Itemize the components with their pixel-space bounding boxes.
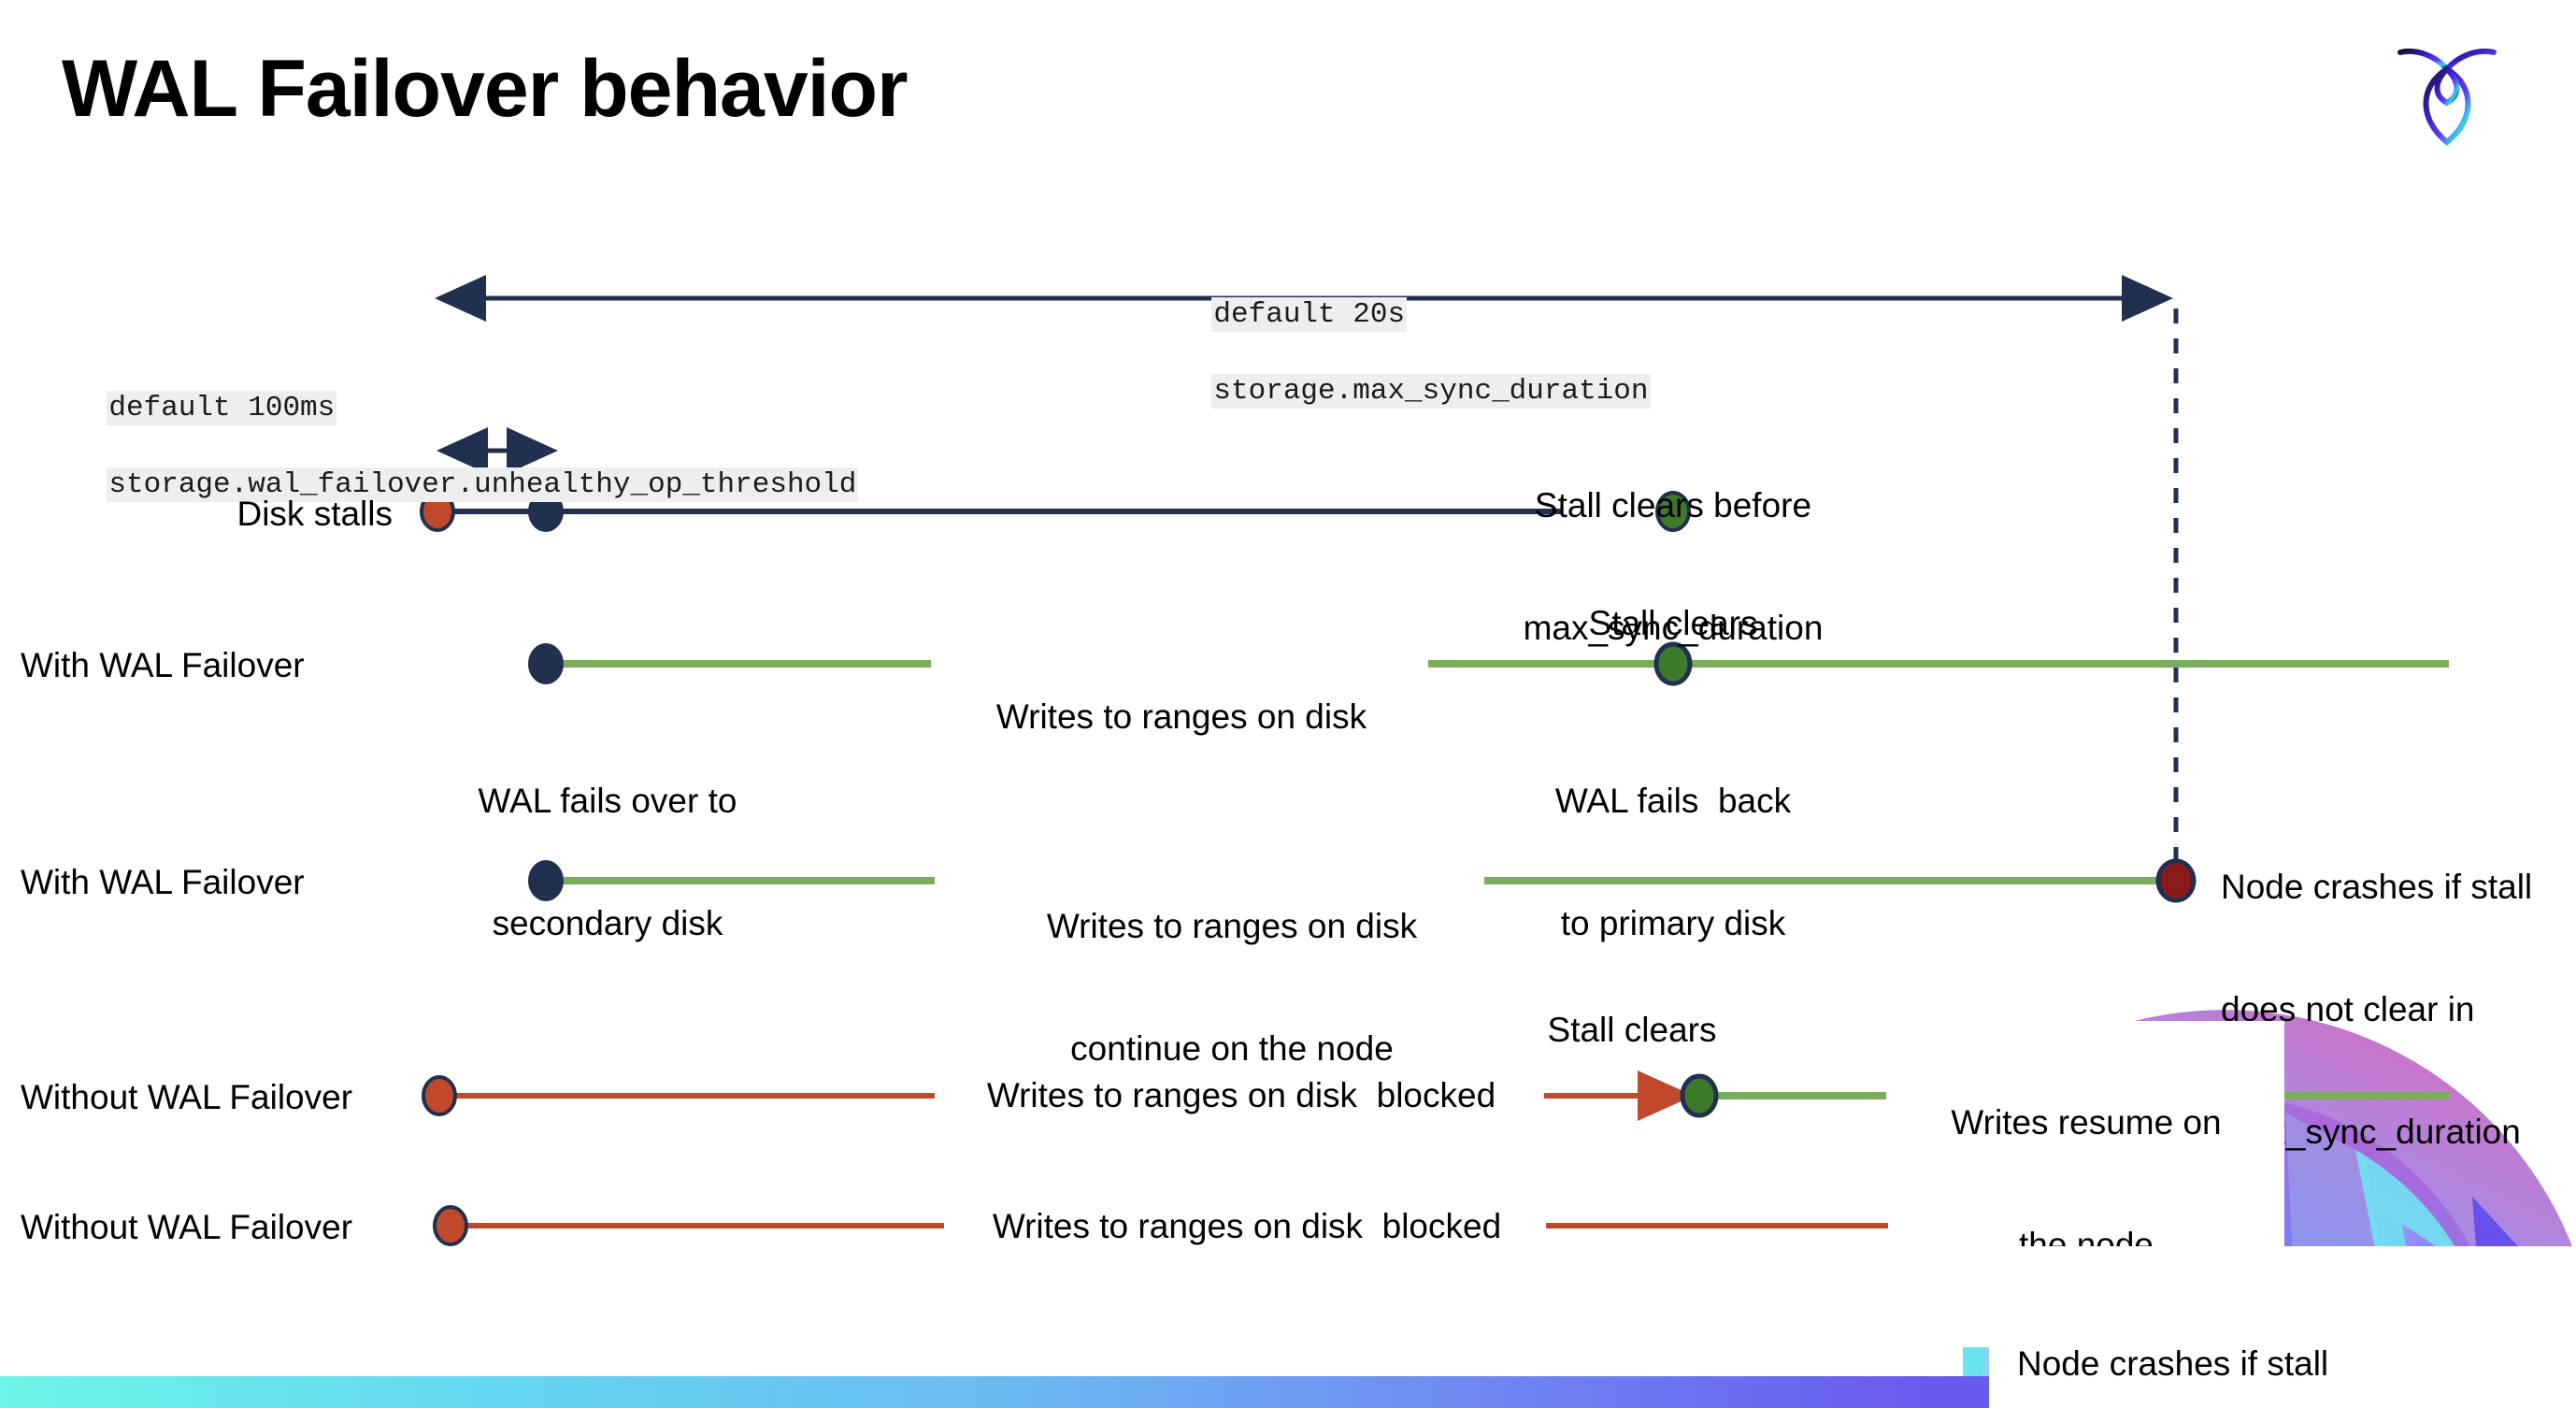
- max-sync-default-value: default 20s: [1211, 296, 1408, 332]
- cockroachdb-logo-icon: [2382, 28, 2512, 159]
- note-writes-resume-line1: Writes resume on: [1951, 1103, 2222, 1142]
- note-node-crashes-2: Node crashes if stall does not clear in …: [2017, 1262, 2410, 1408]
- unhealthy-op-default-value: default 100ms: [107, 390, 337, 425]
- note-wal-fails-over: WAL fails over to secondary disk: [421, 699, 794, 1026]
- note-node-crashes-2-line1: Node crashes if stall: [2017, 1344, 2329, 1384]
- row-label-disk-stalls: Disk stalls: [236, 495, 393, 533]
- note-stall-clears-1: Stall clears: [1588, 604, 1758, 642]
- row-label-without-wal-failover-1: Without WAL Failover: [21, 1078, 353, 1116]
- note-wal-fails-back-line2: to primary disk: [1560, 904, 1786, 943]
- note-wal-fails-over-line2: secondary disk: [492, 904, 723, 943]
- note-writes-continue-1-line1: Writes to ranges on disk: [995, 697, 1367, 737]
- note-wal-fails-back: WAL fails back to primary disk: [1514, 699, 1832, 1026]
- row-label-with-wal-failover-1: With WAL Failover: [21, 646, 305, 684]
- note-stall-clears-before-line1: Stall clears before: [1534, 486, 1812, 525]
- note-stall-clears-2: Stall clears: [1547, 1011, 1717, 1049]
- wal-failback-dot: [1653, 641, 1693, 686]
- node-crash-dot-1: [2155, 858, 2197, 903]
- note-node-crashes-1-line1: Node crashes if stall: [2221, 868, 2533, 907]
- note-stall-clears-before: Stall clears before max_sync_duration: [1486, 404, 1860, 730]
- page-title: WAL Failover behavior: [62, 44, 909, 134]
- note-wal-fails-back-line1: WAL fails back: [1554, 782, 1792, 821]
- row-label-without-wal-failover-2: Without WAL Failover: [21, 1208, 353, 1246]
- note-wal-fails-over-line1: WAL fails over to: [478, 782, 737, 821]
- note-writes-blocked-2: Writes to ranges on disk blocked: [948, 1206, 1546, 1247]
- note-writes-continue-2-line2: continue on the node: [1070, 1029, 1394, 1069]
- note-stall-clears-before-line2: max_sync_duration: [1523, 609, 1824, 648]
- without-failover-start-dot-1: [422, 1075, 457, 1116]
- note-writes-continue-2-line1: Writes to ranges on disk: [1046, 907, 1418, 946]
- row-label-with-wal-failover-2: With WAL Failover: [21, 863, 305, 901]
- wal-failover-crash-start-dot: [528, 860, 564, 901]
- without-failover-stall-clears-dot: [1680, 1073, 1719, 1118]
- disk-stall-clears-dot: [1655, 491, 1691, 532]
- note-writes-blocked-1: Writes to ranges on disk blocked: [938, 1075, 1544, 1116]
- wal-failover-start-dot: [528, 643, 564, 684]
- without-failover-start-dot-2: [433, 1205, 468, 1246]
- max-sync-setting-name: storage.max_sync_duration: [1211, 373, 1651, 409]
